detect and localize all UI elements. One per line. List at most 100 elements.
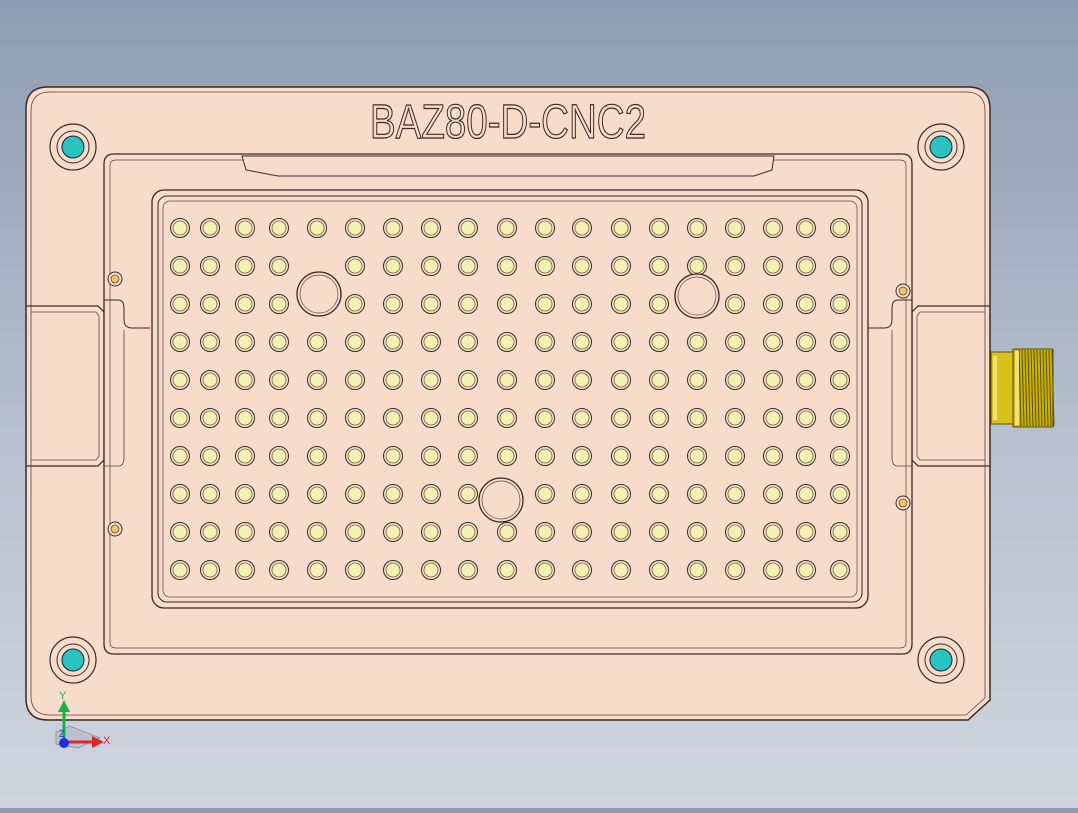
vacuum-hole-insert [651,296,667,312]
screw [107,271,123,287]
vacuum-hole-insert [727,258,743,274]
vacuum-fixture-plate[interactable] [25,86,991,721]
vacuum-hole-insert [798,220,814,236]
vacuum-hole-insert [574,448,590,464]
vacuum-hole-insert [385,448,401,464]
vacuum-hole-grid [170,218,850,580]
vacuum-hole-insert [347,258,363,274]
vacuum-hole-insert [202,372,218,388]
vacuum-hole-insert [460,258,476,274]
vacuum-hole-insert [271,296,287,312]
vacuum-hole-insert [385,524,401,540]
vacuum-hole-insert [613,258,629,274]
vacuum-hole-insert [574,524,590,540]
vacuum-hole-insert [202,220,218,236]
vacuum-hole-insert [537,296,553,312]
vacuum-hole-insert [765,486,781,502]
vacuum-hole-insert [537,220,553,236]
vacuum-hole-insert [798,448,814,464]
vacuum-hole-insert [798,258,814,274]
vacuum-hole-insert [765,220,781,236]
vacuum-hole-insert [423,372,439,388]
vacuum-hole-insert [832,220,848,236]
vacuum-hole-insert [765,448,781,464]
fitting-thread [1042,349,1046,427]
vacuum-hole-insert [172,562,188,578]
fitting-thread [1036,349,1040,427]
vacuum-hole-insert [651,334,667,350]
vacuum-hole-insert [202,410,218,426]
fitting-thread [1045,349,1049,427]
vacuum-hole-insert [499,524,515,540]
vacuum-hole-insert [423,448,439,464]
vacuum-hole-insert [537,486,553,502]
vacuum-hole-insert [460,562,476,578]
vacuum-hole-insert [172,410,188,426]
vacuum-hole-insert [765,410,781,426]
vacuum-hole-insert [689,334,705,350]
vacuum-hole-insert [613,524,629,540]
vacuum-hole-insert [651,448,667,464]
vacuum-hole-insert [237,334,253,350]
vacuum-hole-insert [574,334,590,350]
vacuum-hole-insert [385,410,401,426]
vacuum-fitting[interactable] [990,348,1055,428]
vacuum-hole-insert [574,410,590,426]
vacuum-hole-insert [347,562,363,578]
vacuum-hole-insert [460,334,476,350]
vacuum-hole-insert [651,220,667,236]
fitting-thread [1051,349,1055,427]
z-axis-dot [59,738,69,748]
vacuum-hole-insert [574,486,590,502]
vacuum-hole-insert [727,410,743,426]
vacuum-hole-insert [423,524,439,540]
vacuum-hole-insert [460,372,476,388]
vacuum-hole-insert [832,410,848,426]
vacuum-hole-insert [237,296,253,312]
vacuum-hole-insert [347,296,363,312]
vacuum-hole-insert [385,486,401,502]
vacuum-hole-insert [727,372,743,388]
locating-hole [674,273,720,319]
vacuum-hole-insert [499,562,515,578]
vacuum-hole-insert [798,334,814,350]
vacuum-hole-insert [172,448,188,464]
vacuum-hole-insert [798,372,814,388]
vacuum-hole-insert [499,334,515,350]
vacuum-hole-insert [499,410,515,426]
vacuum-hole-insert [309,410,325,426]
vacuum-hole-insert [237,258,253,274]
vacuum-hole-insert [537,524,553,540]
vacuum-hole-insert [499,220,515,236]
vacuum-hole-insert [727,220,743,236]
vacuum-hole-insert [172,372,188,388]
vacuum-hole-insert [271,524,287,540]
vacuum-hole-insert [689,258,705,274]
fitting-thread [1021,349,1025,427]
fitting-thread [1018,349,1022,427]
x-axis-label: X [103,735,111,747]
vacuum-hole-insert [385,562,401,578]
vacuum-hole-insert [574,562,590,578]
vacuum-hole-insert [613,448,629,464]
vacuum-hole-insert [202,258,218,274]
vacuum-hole-insert [202,334,218,350]
screw [895,495,911,511]
vacuum-hole-insert [460,486,476,502]
vacuum-hole-insert [832,372,848,388]
vacuum-hole-insert [689,562,705,578]
vacuum-hole-insert [727,296,743,312]
vacuum-hole-insert [385,334,401,350]
vacuum-hole-insert [237,448,253,464]
vacuum-hole-insert [798,562,814,578]
vacuum-hole-insert [689,410,705,426]
vacuum-hole-insert [202,562,218,578]
vacuum-hole-insert [460,296,476,312]
vacuum-hole-insert [832,334,848,350]
vacuum-hole-insert [537,562,553,578]
vacuum-hole-insert [499,296,515,312]
coordinate-triad: Y X Z [55,690,111,749]
vacuum-hole-insert [613,410,629,426]
